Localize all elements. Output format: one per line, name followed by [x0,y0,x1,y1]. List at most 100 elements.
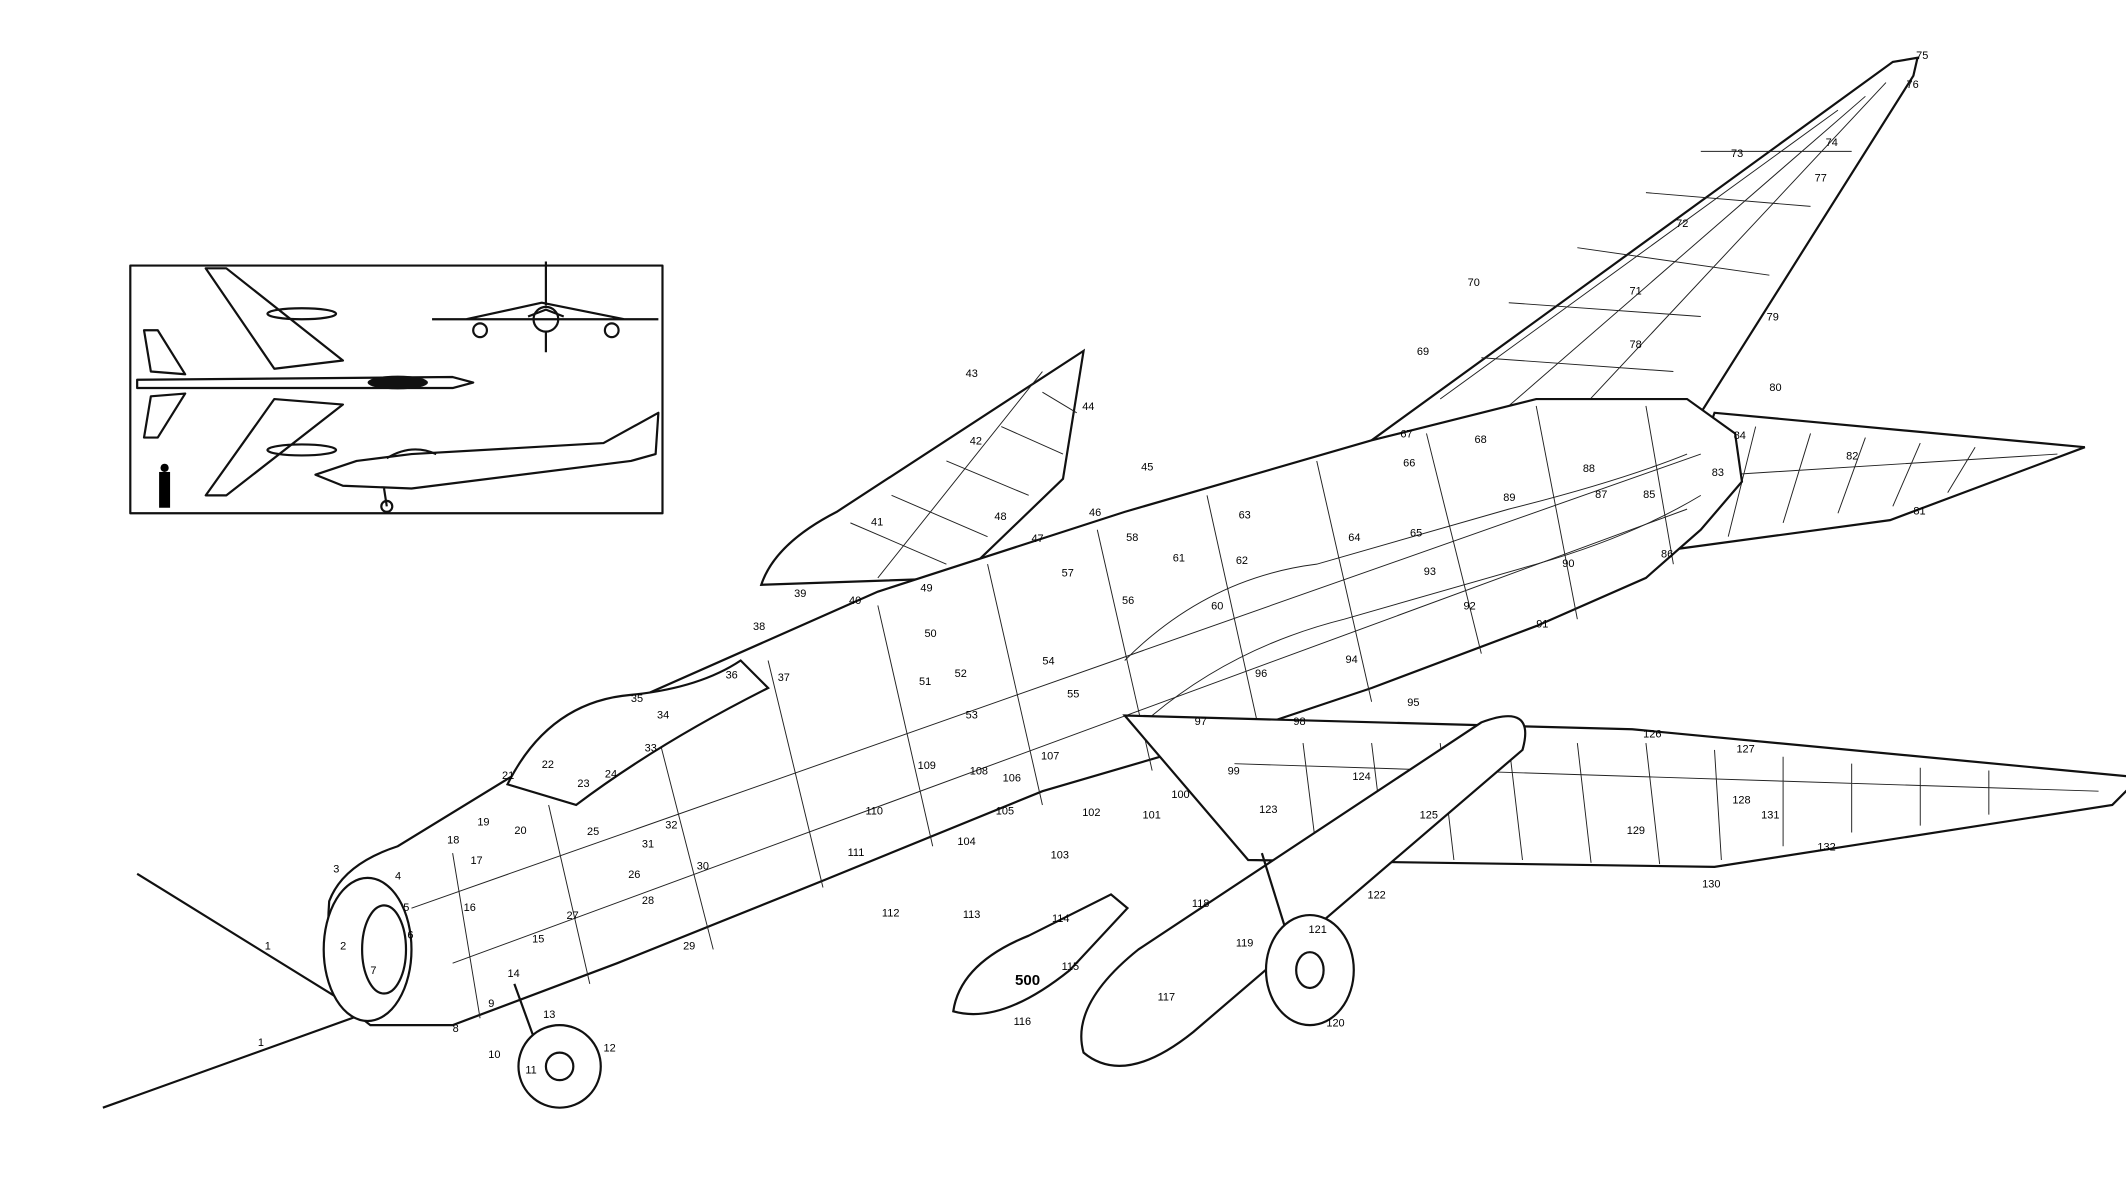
callout-99: 99 [1228,766,1240,778]
callout-38: 38 [753,621,765,633]
callout-3: 3 [333,863,339,875]
callout-119: 119 [1236,938,1253,950]
callout-115: 115 [1062,961,1079,973]
callout-80: 80 [1769,382,1781,394]
callout-88: 88 [1583,463,1595,475]
far-wing-structure [850,371,1077,579]
callout-1: 1 [265,940,271,952]
callout-49: 49 [920,583,932,595]
callout-73: 73 [1731,148,1743,160]
callout-96: 96 [1255,668,1267,680]
callout-25: 25 [587,826,599,838]
callout-30: 30 [697,861,709,873]
callout-50: 50 [924,628,936,640]
callout-61: 61 [1173,552,1185,564]
callout-6: 6 [407,929,413,941]
callout-78: 78 [1629,339,1641,351]
callout-39: 39 [794,588,806,600]
callout-72: 72 [1676,218,1688,230]
callout-57: 57 [1062,568,1074,580]
nose-wheel [517,1024,602,1109]
callout-48: 48 [994,511,1006,523]
callout-18: 18 [447,834,459,846]
callout-117: 117 [1158,991,1175,1003]
callout-56: 56 [1122,595,1134,607]
callout-66: 66 [1403,457,1415,469]
callout-9: 9 [488,998,494,1010]
callout-106: 106 [1003,773,1021,785]
callout-44: 44 [1082,401,1094,413]
callout-71: 71 [1629,285,1641,297]
intake-centerbody [361,904,408,995]
callout-128: 128 [1732,795,1750,807]
callout-52: 52 [955,668,967,680]
callout-16: 16 [464,902,476,914]
callout-53: 53 [966,709,978,721]
drop-tank [1080,715,1527,1067]
callout-95: 95 [1407,697,1419,709]
callout-93: 93 [1424,566,1436,578]
tail-fin [1367,56,1919,442]
callout-67: 67 [1400,429,1412,441]
callout-122: 122 [1367,890,1385,902]
callout-70: 70 [1468,277,1480,289]
callout-5: 5 [403,902,409,914]
tank-marking: 500 [1015,972,1040,989]
callout-24: 24 [605,768,617,780]
callout-31: 31 [642,839,654,851]
callout-131: 131 [1761,810,1779,822]
callout-54: 54 [1042,656,1054,668]
callout-90: 90 [1562,558,1574,570]
top-view [136,267,475,497]
callout-27: 27 [566,910,578,922]
callout-12: 12 [604,1042,616,1054]
callout-45: 45 [1141,462,1153,474]
callout-42: 42 [970,435,982,447]
callout-84: 84 [1734,430,1746,442]
callout-63: 63 [1239,510,1251,522]
callout-10: 10 [488,1049,500,1061]
callout-132: 132 [1817,841,1835,853]
callout-76: 76 [1907,79,1919,91]
callout-46: 46 [1089,507,1101,519]
callout-107: 107 [1041,751,1059,763]
callout-69: 69 [1417,346,1429,358]
callout-numbers: 1123456789101112131415161718192021222324… [258,50,1928,1076]
callout-29: 29 [683,940,695,952]
fuselage-frames [411,405,1701,1019]
callout-94: 94 [1346,654,1358,666]
callout-89: 89 [1503,492,1515,504]
callout-118: 118 [1192,898,1209,910]
callout-97: 97 [1195,716,1207,728]
callout-60: 60 [1211,601,1223,613]
engine-nacelles [1124,453,1702,716]
pilot-silhouette [159,463,171,508]
callout-100: 100 [1171,789,1189,801]
callout-58: 58 [1126,532,1138,544]
callout-126: 126 [1643,729,1661,741]
callout-110: 110 [865,806,882,818]
callout-36: 36 [726,669,738,681]
callout-125: 125 [1420,810,1438,822]
callout-35: 35 [631,693,643,705]
callout-109: 109 [918,760,936,772]
callout-11: 11 [525,1064,536,1076]
callout-108: 108 [970,766,988,778]
callout-103: 103 [1051,850,1069,862]
callout-111: 111 [848,847,865,859]
callout-121: 121 [1309,924,1327,936]
callout-86: 86 [1661,548,1673,560]
callout-47: 47 [1031,533,1043,545]
callout-33: 33 [645,742,657,754]
callout-98: 98 [1293,716,1305,728]
tail-fin-structure [1439,82,1887,414]
callout-65: 65 [1410,528,1422,540]
callout-112: 112 [882,907,899,919]
callout-123: 123 [1259,804,1277,816]
main-wheel [1264,913,1355,1027]
callout-37: 37 [778,672,790,684]
inset-frame [129,264,664,515]
nose-intake [322,876,413,1023]
callout-21: 21 [502,770,514,782]
callout-120: 120 [1326,1017,1344,1029]
